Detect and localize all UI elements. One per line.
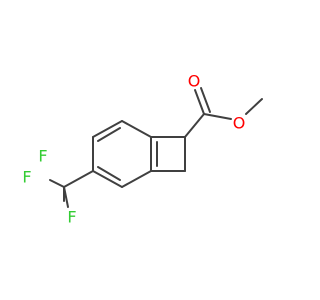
bond-ring-2 — [121, 170, 152, 188]
fluorine-top-label: F — [38, 147, 47, 166]
chemical-structure-diagram: O O F F F — [22, 72, 263, 227]
atom-labels: O O F F F — [22, 72, 245, 227]
bond-carbonyl-inner — [200, 87, 211, 113]
bond-cf3-left-f — [49, 179, 65, 188]
bond-ring-6 — [121, 120, 152, 138]
bond-ring-3 — [92, 170, 123, 188]
bond-methyl — [245, 98, 263, 115]
fluorine-bottom-label: F — [67, 208, 76, 227]
bond-ring-3-inner — [97, 166, 121, 181]
bond-ester-carbon — [184, 113, 205, 138]
bond-ring-5 — [92, 120, 123, 138]
bond-ring-5-inner — [97, 127, 121, 142]
bond-lines — [49, 87, 263, 208]
ester-oxygen-label: O — [233, 114, 246, 133]
bond-carbonyl-outer — [194, 89, 205, 115]
bond-ester-oxygen — [203, 113, 232, 120]
bond-ring-cf3 — [63, 170, 94, 188]
fluorine-left-label: F — [22, 168, 31, 187]
carbonyl-oxygen-label: O — [188, 72, 201, 91]
bond-cf3-bottom-f — [63, 186, 69, 208]
